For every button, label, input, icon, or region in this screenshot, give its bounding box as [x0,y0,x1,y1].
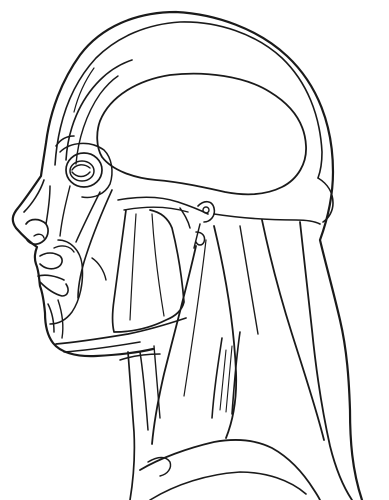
trapezius-front-line [262,220,324,440]
buccinator-line [92,258,106,280]
eye-lid-upper [72,165,90,170]
scm-fibre-line [184,240,206,396]
splenius-line [240,226,258,334]
nostril-opening [34,234,44,238]
upper-lip-outline [40,253,62,269]
ear-outline [198,202,214,222]
zygomaticus-minor-line [76,192,100,242]
zygomatic-arch-line [118,197,208,214]
masseter-fibre-1 [130,214,136,320]
superior-nuchal-line [214,214,320,224]
lower-lip-outline [40,282,68,296]
scalene-fibre-1 [220,350,226,410]
zygomaticus-major-line [78,190,112,298]
orbit-inner-ring [70,161,94,181]
shoulder-line [150,472,306,500]
mouth-line [38,275,64,280]
masseter-fibre-2 [152,214,164,316]
infrahyoid-line-1 [140,352,148,430]
orbicularis-outer-sweep [60,143,112,197]
anterior-neck-line [128,352,134,500]
eye-lid-lower [72,172,90,177]
ear-meatus [203,207,209,213]
frontalis-band-line [66,60,132,160]
submandibular-line [64,342,140,352]
nasalis-line [46,186,50,224]
upper-lip-muscle-line [54,246,74,252]
chin-muscle-line [48,304,54,332]
chin-inner-line [58,300,63,338]
levator-scapulae-back [232,332,240,414]
head-outline [13,12,362,500]
temporal-fossa-outline [97,74,306,195]
orbicularis-oris-outer [50,240,83,324]
masseter-outline [113,210,185,332]
levator-labii-line [60,186,70,236]
scalene-fibre-2 [226,346,232,412]
